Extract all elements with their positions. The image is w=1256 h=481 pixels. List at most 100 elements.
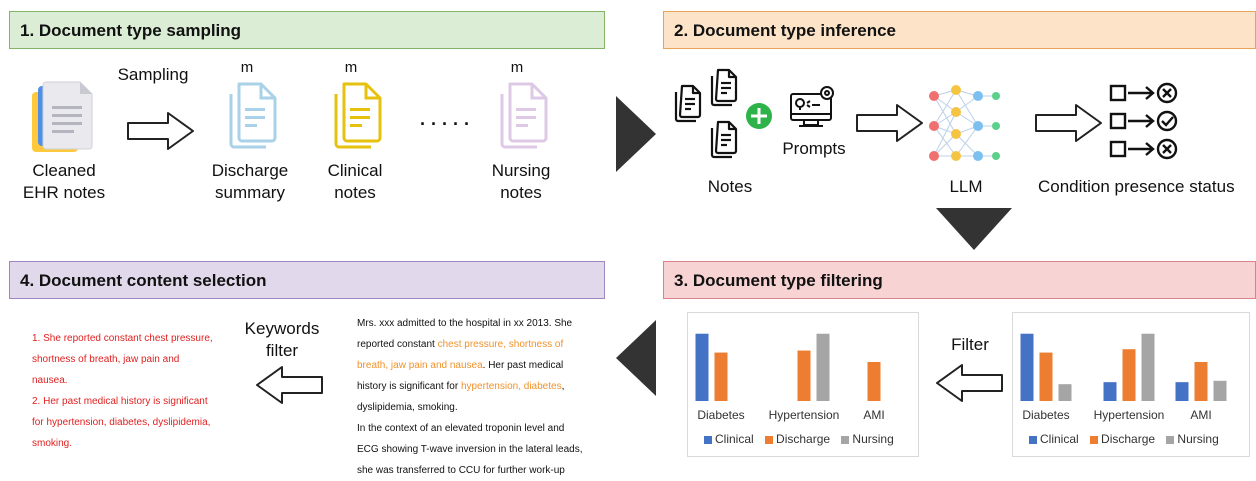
all-legend: Clinical Discharge Nursing: [1029, 432, 1219, 446]
filter-label: Filter: [951, 335, 989, 354]
clinical-label-line2: notes: [334, 183, 376, 202]
to-llm-arrow-icon: [856, 104, 923, 142]
note-line-8: she was transferred to CCU for further w…: [357, 465, 565, 476]
keywords-arrow-icon: [256, 366, 323, 404]
all-bar-discharge-hypertension: [1122, 349, 1136, 401]
selected-line-1: 1. She reported constant chest pressure,: [32, 333, 213, 344]
keywords-line2: filter: [265, 341, 299, 360]
nursing-label: Nursing notes: [471, 160, 571, 204]
llm-network-icon: [929, 85, 1000, 161]
filtered-bar-discharge-diabetes: [714, 352, 728, 401]
keywords-filter-label: Keywords filter: [232, 318, 332, 362]
all-bar-nursing-ami: [1213, 380, 1227, 401]
all-chart: [1020, 333, 1227, 401]
all-legend-nursing: Nursing: [1177, 432, 1219, 446]
flow-arrow-down-icon: [936, 208, 1012, 250]
step4-header: 4. Document content selection: [9, 261, 605, 299]
llm-label: LLM: [949, 177, 983, 196]
selected-line-5: for hypertension, diabetes, dyslipidemia…: [32, 417, 211, 428]
all-bar-clinical-hypertension: [1103, 382, 1117, 401]
all-chart-panel: Diabetes Hypertension AMI Clinical Disch…: [1012, 312, 1250, 457]
filtered-bar-discharge-ami: [867, 361, 881, 401]
filtered-legend-discharge: Discharge: [776, 432, 831, 446]
all-cat-ami: AMI: [1190, 408, 1212, 422]
m-label-nursing: m: [510, 59, 524, 76]
all-bar-nursing-diabetes: [1058, 384, 1072, 401]
filtered-bar-discharge-hypertension: [797, 350, 811, 401]
flow-arrow-right-icon: [616, 96, 656, 172]
sampling-label: Sampling: [117, 65, 189, 84]
source-label-line2: EHR notes: [22, 183, 106, 202]
selected-content: 1. She reported constant chest pressure,…: [32, 328, 242, 454]
selected-line-2: shortness of breath, jaw pain and: [32, 354, 180, 365]
ehr-notes-stack-icon: [32, 81, 93, 152]
selected-line-6: smoking.: [32, 438, 73, 449]
to-status-arrow-icon: [1035, 104, 1102, 142]
filtered-chart: [695, 333, 881, 401]
m-label-discharge: m: [240, 59, 254, 76]
clinical-label: Clinical notes: [305, 160, 405, 204]
prompts-label: Prompts: [782, 139, 846, 158]
all-cat-diabetes: Diabetes: [1022, 408, 1070, 422]
note-line-3a: breath, jaw pain and nausea: [357, 360, 483, 371]
discharge-doc-icon: [229, 82, 277, 149]
nursing-doc-icon: [500, 82, 548, 149]
step2-header: 2. Document type inference: [663, 11, 1256, 49]
filtered-bar-nursing-hypertension: [816, 333, 830, 401]
note-line-3b: . Her past medical: [482, 360, 564, 371]
selected-line-3: nausea.: [32, 375, 68, 386]
nursing-label-line1: Nursing: [491, 161, 551, 180]
note-line-7: ECG showing T-wave inversion in the late…: [357, 444, 583, 455]
note-line-2a: reported constant: [357, 339, 438, 350]
all-legend-discharge: Discharge: [1101, 432, 1156, 446]
notes-label: Notes: [707, 177, 753, 196]
filtered-legend-nursing: Nursing: [852, 432, 894, 446]
plus-icon: [746, 103, 772, 129]
step1-header: 1. Document type sampling: [9, 11, 605, 49]
flow-arrow-left-icon: [616, 320, 656, 396]
step4-title: 4. Document content selection: [20, 271, 267, 290]
discharge-label-line2: summary: [215, 183, 285, 202]
nursing-label-line2: notes: [500, 183, 542, 202]
clinical-label-line1: Clinical: [327, 161, 383, 180]
keywords-line1: Keywords: [244, 319, 320, 338]
discharge-label-line1: Discharge: [211, 161, 289, 180]
notes-docs-icon: [674, 68, 738, 159]
clinical-doc-icon: [334, 82, 382, 149]
filtered-legend: Clinical Discharge Nursing: [704, 432, 894, 446]
filtered-chart-panel: Diabetes Hypertension AMI Clinical Disch…: [687, 312, 919, 457]
filtered-bar-clinical-diabetes: [695, 333, 709, 401]
condition-status-icon: [1109, 82, 1178, 160]
discharge-label: Discharge summary: [200, 160, 300, 204]
step1-title: 1. Document type sampling: [20, 21, 242, 40]
source-label: Cleaned EHR notes: [14, 160, 114, 204]
all-bar-clinical-diabetes: [1020, 333, 1034, 401]
filtered-legend-clinical: Clinical: [715, 432, 754, 446]
all-bar-discharge-ami: [1194, 361, 1208, 401]
all-bar-discharge-diabetes: [1039, 352, 1053, 401]
all-bar-nursing-hypertension: [1141, 333, 1155, 401]
note-line-5: dyslipidemia, smoking.: [357, 402, 458, 413]
ellipsis: · · · · ·: [420, 114, 470, 134]
note-line-2b: chest pressure, shortness of: [437, 339, 564, 350]
note-line-1: Mrs. xxx admitted to the hospital in xx …: [357, 318, 573, 329]
note-line-4a: history is significant for: [357, 381, 461, 392]
source-label-line1: Cleaned: [32, 161, 96, 180]
filtered-cat-hypertension: Hypertension: [768, 408, 840, 422]
step3-header: 3. Document type filtering: [663, 261, 1256, 299]
filtered-cat-diabetes: Diabetes: [697, 408, 745, 422]
note-text: Mrs. xxx admitted to the hospital in xx …: [357, 313, 607, 481]
all-legend-clinical: Clinical: [1040, 432, 1079, 446]
step2-title: 2. Document type inference: [674, 21, 897, 40]
m-label-clinical: m: [344, 59, 358, 76]
filtered-cat-ami: AMI: [863, 408, 885, 422]
note-line-4b: hypertension, diabetes: [460, 381, 562, 392]
condition-status-label: Condition presence status: [1038, 177, 1235, 196]
note-line-4c: ,: [561, 381, 565, 392]
all-cat-hypertension: Hypertension: [1093, 408, 1165, 422]
sampling-arrow-icon: [127, 112, 194, 150]
selected-line-4: 2. Her past medical history is significa…: [32, 396, 208, 407]
prompts-monitor-icon: [790, 86, 834, 127]
note-line-6: In the context of an elevated troponin l…: [357, 423, 565, 434]
step3-title: 3. Document type filtering: [674, 271, 883, 290]
